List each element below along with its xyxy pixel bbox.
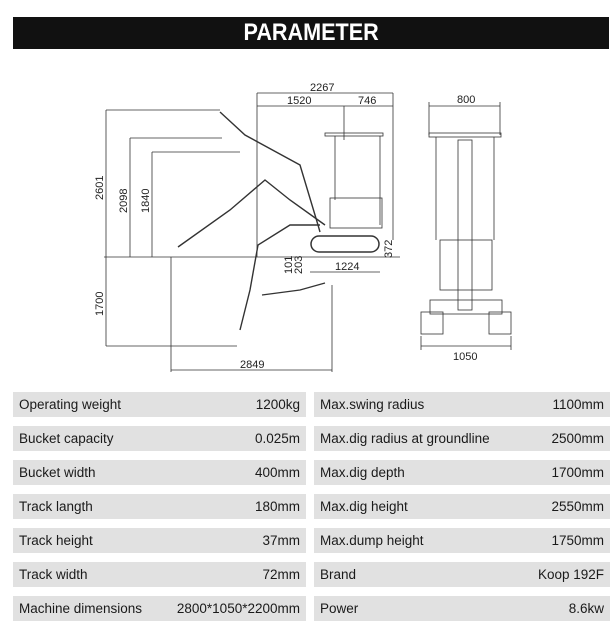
spec-label: Power: [320, 601, 359, 616]
dim-1520: 1520: [287, 95, 311, 107]
spec-row: Bucket width 400mm: [13, 460, 306, 485]
dim-2849: 2849: [240, 359, 264, 371]
dim-2267: 2267: [310, 82, 334, 94]
spec-value: 1750mm: [551, 533, 604, 548]
spec-value: Koop 192F: [537, 567, 604, 582]
spec-value: 37mm: [262, 533, 300, 548]
spec-label: Machine dimensions: [19, 601, 143, 616]
spec-row: Max.dig radius at groundline 2500mm: [314, 426, 610, 451]
spec-value: 1700mm: [551, 465, 604, 480]
spec-value: 2500mm: [551, 431, 604, 446]
spec-row: Bucket capacity 0.025m: [13, 426, 306, 451]
spec-label: Track height: [19, 533, 93, 548]
spec-value: 8.6kw: [568, 601, 604, 616]
spec-label: Operating weight: [19, 397, 122, 412]
spec-value: 2550mm: [551, 499, 604, 514]
spec-row: Brand Koop 192F: [314, 562, 610, 587]
spec-row: Machine dimensions 2800*1050*2200mm: [13, 596, 306, 621]
dim-1050: 1050: [453, 351, 477, 363]
spec-value: 1200kg: [255, 397, 300, 412]
front-view: 800 1050: [420, 94, 512, 363]
spec-row: Max.dump height 1750mm: [314, 528, 610, 553]
dim-101: 101: [283, 256, 295, 274]
dim-800: 800: [457, 94, 475, 106]
spec-value: 2800*1050*2200mm: [176, 601, 300, 616]
spec-row: Power 8.6kw: [314, 596, 610, 621]
dim-2098: 2098: [118, 189, 130, 213]
spec-label: Track langth: [19, 499, 93, 514]
spec-label: Track width: [19, 567, 88, 582]
spec-row: Max.swing radius 1100mm: [314, 392, 610, 417]
spec-value: 400mm: [254, 465, 300, 480]
spec-label: Max.dump height: [320, 533, 424, 548]
page-title: PARAMETER: [243, 19, 379, 46]
spec-label: Max.dig radius at groundline: [320, 431, 490, 446]
spec-row: Max.dig depth 1700mm: [314, 460, 610, 485]
side-view: 2267 1520 746 2601 2098 1840 1700 2849 1…: [94, 82, 400, 372]
spec-row: Track width 72mm: [13, 562, 306, 587]
dim-1700: 1700: [94, 292, 106, 316]
spec-row: Track langth 180mm: [13, 494, 306, 519]
dim-203: 203: [293, 256, 305, 274]
dim-1840: 1840: [140, 189, 152, 213]
dim-2601: 2601: [94, 176, 106, 200]
spec-label: Bucket capacity: [19, 431, 114, 446]
spec-value: 0.025m: [254, 431, 300, 446]
spec-label: Brand: [320, 567, 357, 582]
spec-value: 180mm: [254, 499, 300, 514]
spec-label: Max.dig height: [320, 499, 408, 514]
spec-row: Max.dig height 2550mm: [314, 494, 610, 519]
spec-value: 1100mm: [552, 397, 604, 412]
spec-value: 72mm: [262, 567, 300, 582]
dim-372: 372: [383, 240, 395, 258]
spec-row: Operating weight 1200kg: [13, 392, 306, 417]
spec-label: Bucket width: [19, 465, 96, 480]
dim-746: 746: [358, 95, 376, 107]
excavator-dimension-diagram: 2267 1520 746 2601 2098 1840 1700 2849 1…: [94, 82, 512, 372]
page-title-banner: PARAMETER: [13, 17, 609, 49]
spec-row: Track height 37mm: [13, 528, 306, 553]
dim-1224: 1224: [335, 261, 359, 273]
spec-label: Max.dig depth: [320, 465, 405, 480]
spec-label: Max.swing radius: [320, 397, 425, 412]
